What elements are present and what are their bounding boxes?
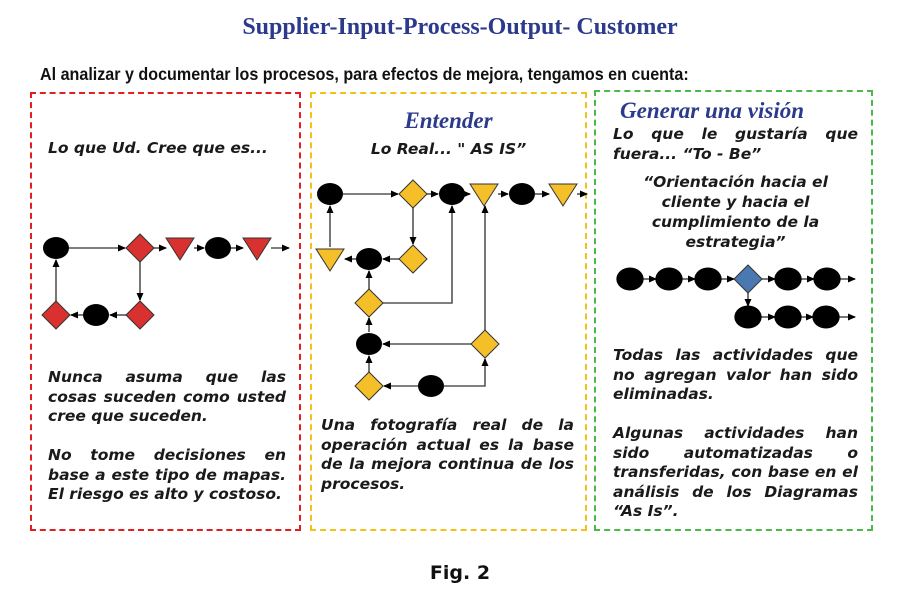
panel-as-is — [310, 92, 587, 531]
to-be-heading: Generar una visión — [620, 98, 805, 123]
to-be-paragraph-1: Todas las actividades que no agregan val… — [613, 346, 858, 403]
as-is-caption: Lo Real... " AS IS” — [370, 140, 527, 158]
believed-caption: Lo que Ud. Cree que es... — [48, 139, 268, 157]
as-is-heading: Entender — [404, 108, 493, 133]
believed-paragraph-1: Nunca asuma que las cosas suceden como u… — [48, 368, 286, 425]
to-be-paragraph-2: Algunas actividades han sido automatizad… — [613, 424, 858, 520]
figure-caption: Fig. 2 — [429, 562, 491, 584]
page-title: Supplier-Input-Process-Output- Customer — [242, 14, 678, 40]
panel-believed — [30, 92, 301, 531]
subtitle: Al analizar y documentar los procesos, p… — [40, 64, 689, 84]
panel-to-be — [594, 90, 873, 531]
to-be-caption: Lo que le gustaría que fuera... “To - Be… — [613, 125, 858, 163]
believed-paragraph-2: No tome decisiones en base a este tipo d… — [48, 446, 286, 503]
to-be-quote: “Orientación hacia el cliente y hacia el… — [643, 173, 828, 251]
as-is-paragraph: Una fotografía real de la operación actu… — [321, 416, 574, 493]
